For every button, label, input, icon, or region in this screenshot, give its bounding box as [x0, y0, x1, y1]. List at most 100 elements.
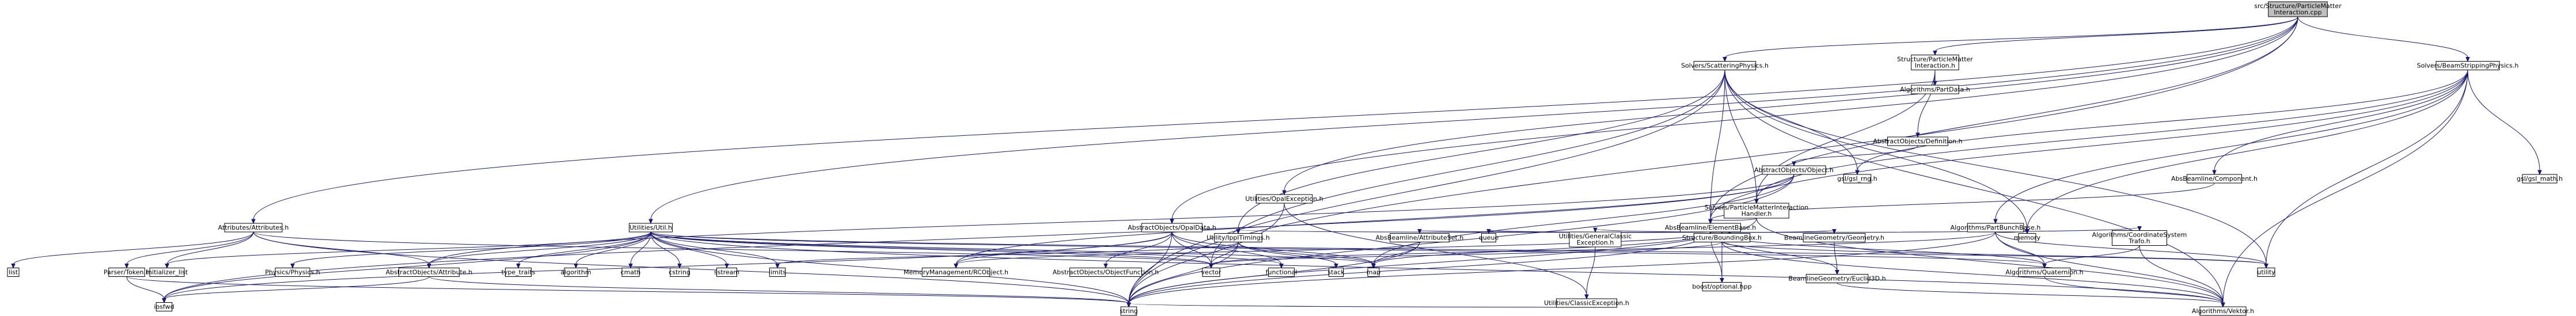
node-beamgeom_h[interactable]: BeamlineGeometry/Geometry.h — [1784, 233, 1884, 242]
node-label: functional — [1266, 269, 1298, 276]
edge-bsp_h-to-pmih_h — [1756, 70, 2468, 200]
node-map[interactable]: map — [1367, 268, 1380, 277]
node-vektor_h[interactable]: Algorithms/Vektor.h — [2192, 306, 2254, 316]
node-functional[interactable]: functional — [1266, 268, 1298, 277]
node-label: cstring — [669, 269, 691, 276]
edge-util_h-to-functional — [650, 231, 1282, 265]
node-component_h[interactable]: AbsBeamline/Component.h — [2171, 174, 2258, 184]
edge-bsp_h-to-vektor_h — [2222, 70, 2468, 304]
edge-attr_h-to-string — [253, 231, 1129, 304]
node-euclid_h[interactable]: BeamlineGeometry/Euclid3D.h — [1788, 274, 1886, 283]
node-pmih_h[interactable]: Solvers/ParticleMatterInteractionHandler… — [1705, 203, 1809, 219]
edge-sp_h-to-vektor_h — [1724, 70, 2224, 304]
node-quaternion_h[interactable]: Algorithms/Quaternion.h — [2005, 268, 2084, 277]
node-queue[interactable]: queue — [1479, 233, 1499, 242]
node-partbunch_h[interactable]: Algorithms/PartBunchBase.h — [1951, 223, 2041, 233]
node-box — [2112, 230, 2167, 246]
node-classicexc_h[interactable]: Utilities/ClassicException.h — [1544, 298, 1629, 308]
node-cstring[interactable]: cstring — [669, 268, 691, 277]
node-partdata_h[interactable]: Algorithms/PartData.h — [1900, 85, 1970, 94]
node-label: AbsBeamline/Component.h — [2171, 175, 2258, 182]
node-boost_opt[interactable]: boost/optional.hpp — [1692, 282, 1752, 291]
node-sstream[interactable]: sstream — [714, 268, 739, 277]
node-type_traits[interactable]: type_traits — [502, 268, 536, 277]
node-abselem_h[interactable]: AbsBeamline/ElementBase.h — [1665, 223, 1756, 233]
node-rcobject_h[interactable]: MemoryManagement/RCObject.h — [904, 268, 1008, 277]
edge-opaldata_h-to-string — [1128, 231, 1173, 304]
node-attr_h[interactable]: Attributes/Attributes.h — [218, 223, 289, 233]
node-label: map — [1367, 269, 1380, 276]
node-spmi_h[interactable]: Structure/ParticleMatterInteraction.h — [1897, 55, 1973, 70]
node-box — [1911, 55, 1959, 70]
edge-spmi_h-to-pmih_h — [1756, 70, 1936, 200]
edge-root-to-string — [1128, 16, 2298, 304]
edge-bsp_h-to-gsl_math — [2467, 70, 2540, 172]
edge-util_h-to-sstream — [650, 231, 727, 265]
node-label: Structure/BoundingBox.h — [1682, 234, 1762, 242]
node-gsl_rng[interactable]: gsl/gsl_rng.h — [1837, 174, 1877, 184]
node-utility[interactable]: utility — [2257, 268, 2275, 277]
node-limits[interactable]: limits — [769, 268, 786, 277]
node-list[interactable]: list — [7, 268, 20, 277]
node-box — [7, 268, 20, 277]
node-aoattr_h[interactable]: AbstractObjects/Attribute.h — [386, 268, 473, 277]
edge-partbunch_h-to-string — [1128, 231, 1996, 304]
node-label: gsl/gsl_rng.h — [1837, 175, 1877, 182]
node-label: Interaction.h — [1915, 62, 1955, 70]
node-stack[interactable]: stack — [1327, 268, 1345, 277]
node-box — [1481, 233, 1496, 242]
edge-euclid_h-to-vektor_h — [1837, 283, 2224, 304]
node-vector[interactable]: vector — [1201, 268, 1221, 277]
edge-sp_h-to-pmih_h — [1724, 70, 1757, 200]
node-bsp_h[interactable]: Solvers/BeamStrippingPhysics.h — [2417, 61, 2519, 70]
node-label: utility — [2257, 269, 2275, 276]
node-objfunc_h[interactable]: AbstractObjects/ObjectFunction.h — [1053, 268, 1159, 277]
node-box — [716, 268, 737, 277]
node-label: Solvers/ScatteringPhysics.h — [1681, 62, 1769, 70]
arrowhead-icon — [648, 219, 653, 224]
edge-boundbox_h-to-utility — [1721, 242, 2267, 265]
edge-opaldata_h-to-vector — [1171, 231, 1212, 265]
node-cmath[interactable]: cmath — [621, 268, 641, 277]
node-label: Algorithms/PartData.h — [1900, 86, 1970, 93]
node-gsl_math[interactable]: gsl/gsl_math.h — [2517, 174, 2563, 184]
node-ippl_h[interactable]: Utility/IpplTimings.h — [1207, 233, 1270, 242]
node-box — [505, 268, 532, 277]
node-sp_h[interactable]: Solvers/ScatteringPhysics.h — [1681, 61, 1769, 70]
edge-sp_h-to-memory — [1724, 70, 2028, 230]
node-string[interactable]: string — [1120, 306, 1138, 316]
node-iosfwd[interactable]: iosfwd — [154, 302, 174, 311]
arrowhead-icon — [1835, 270, 1839, 275]
node-box — [1911, 85, 1959, 94]
node-memory[interactable]: memory — [2014, 233, 2040, 242]
edge-util_h-to-map — [650, 231, 1374, 265]
node-attrset_h[interactable]: AbsBeamline/AttributeSet.h — [1376, 233, 1464, 242]
node-object_h[interactable]: AbstractObjects/Object.h — [1754, 165, 1834, 175]
node-opaldata_h[interactable]: AbstractObjects/OpalData.h — [1128, 223, 1216, 233]
node-label: Interaction.cpp — [2274, 9, 2321, 16]
arrowhead-icon — [1103, 264, 1108, 269]
node-physics_h[interactable]: Physics/Physics.h — [265, 268, 320, 277]
edge-partbunch_h-to-vektor_h — [1995, 231, 2224, 304]
edge-root-to-opaldata_h — [1171, 16, 2298, 220]
arrowhead-icon — [2465, 57, 2470, 62]
node-opalexc_h[interactable]: Utilities/OpalException.h — [1245, 194, 1323, 204]
node-root[interactable]: src/Structure/ParticleMatterInteraction.… — [2254, 1, 2342, 17]
node-util_h[interactable]: Utilities/Util.h — [629, 223, 673, 233]
node-label: Algorithms/Vektor.h — [2192, 307, 2254, 315]
node-label: BeamlineGeometry/Euclid3D.h — [1788, 275, 1885, 283]
node-algorithm[interactable]: algorithm — [560, 268, 591, 277]
node-box — [1762, 165, 1826, 175]
node-box — [1120, 306, 1137, 316]
edge-util_h-to-init_list — [166, 231, 651, 265]
node-boundbox_h[interactable]: Structure/BoundingBox.h — [1682, 233, 1762, 242]
edge-bsp_h-to-memory — [2027, 70, 2468, 230]
edge-util_h-to-physics_h — [292, 231, 651, 265]
arrowhead-icon — [2042, 264, 2047, 269]
node-definition_h[interactable]: AbstractObjects/Definition.h — [1873, 136, 1963, 146]
node-init_list[interactable]: initializer_list — [146, 268, 188, 277]
node-parser_h[interactable]: Parser/Token.h — [104, 268, 150, 277]
